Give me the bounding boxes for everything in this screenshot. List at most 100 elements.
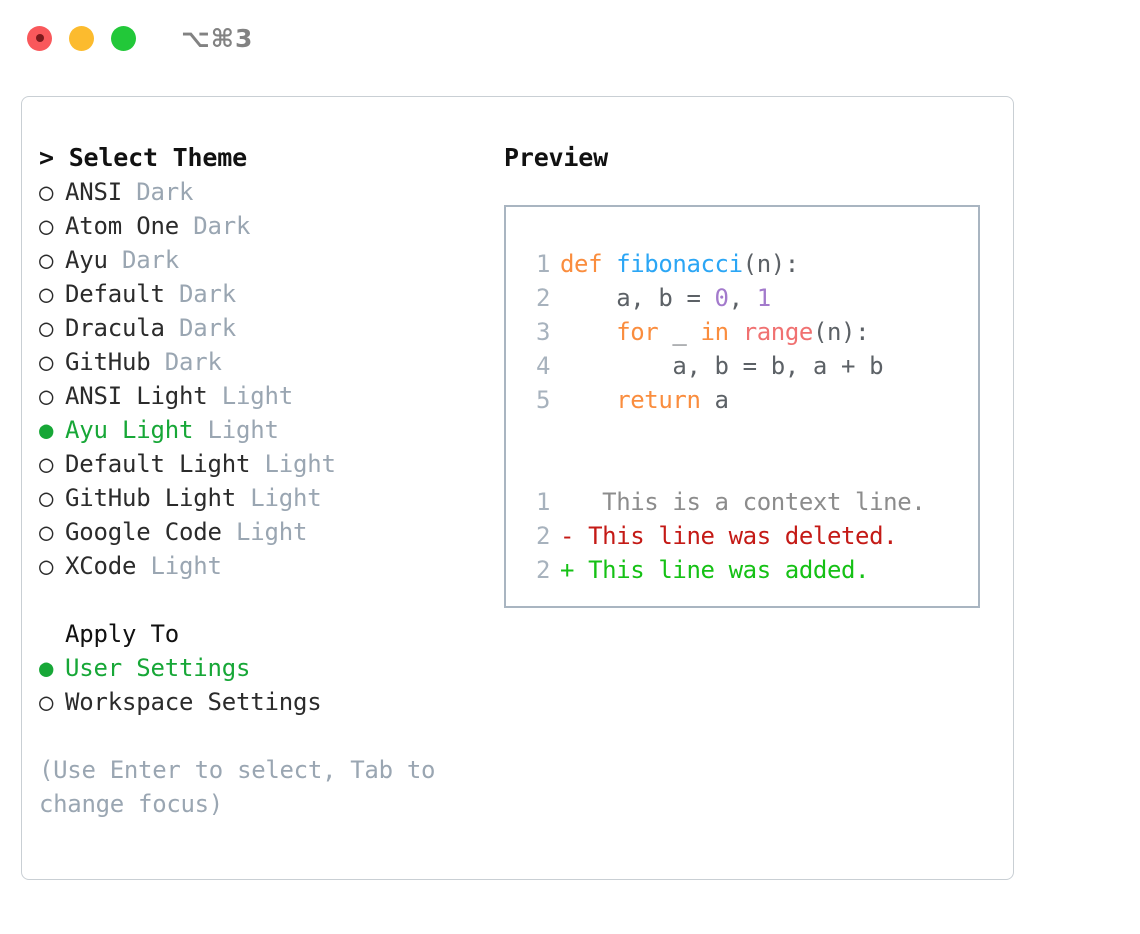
apply-to-option-workspace-settings[interactable]: ○ Workspace Settings: [39, 685, 482, 719]
diff-preview: 1 This is a context line.2- This line wa…: [522, 485, 978, 587]
code-token-kw: in: [700, 318, 730, 346]
theme-variant-label: Dark: [122, 178, 194, 206]
code-token-plain: [560, 318, 616, 346]
code-token-num: 1: [756, 284, 771, 312]
theme-option-atom-one[interactable]: ○ Atom One Dark: [39, 209, 482, 243]
theme-variant-label: Dark: [179, 212, 251, 240]
code-token-plain: (n):: [812, 318, 870, 346]
keyboard-shortcut-label: ⌥⌘3: [181, 23, 254, 53]
theme-option-label: Ayu Light: [65, 416, 194, 444]
line-number: 2: [535, 284, 550, 312]
theme-variant-label: Light: [236, 484, 322, 512]
diff-line-del: 2- This line was deleted.: [522, 519, 978, 553]
radio-unselected-icon: ○: [39, 518, 54, 546]
theme-option-ansi-light[interactable]: ○ ANSI Light Light: [39, 379, 482, 413]
select-theme-heading: > Select Theme: [39, 143, 247, 172]
line-number: 4: [535, 352, 550, 380]
radio-unselected-icon: ○: [39, 280, 54, 308]
radio-selected-icon: ●: [39, 416, 54, 444]
apply-to-option-user-settings[interactable]: ● User Settings: [39, 651, 482, 685]
line-number: 2: [535, 522, 550, 550]
theme-option-ayu-light[interactable]: ● Ayu Light Light: [39, 413, 482, 447]
diff-marker-ctx: [560, 488, 574, 516]
diff-text: This line was deleted.: [574, 522, 898, 550]
code-token-plain: a: [700, 386, 729, 414]
code-token-plain: (n):: [742, 250, 800, 278]
theme-option-label: XCode: [65, 552, 137, 580]
theme-option-default-light[interactable]: ○ Default Light Light: [39, 447, 482, 481]
theme-option-dracula[interactable]: ○Dracula Dark: [39, 311, 482, 345]
theme-list-column: > Select Theme ○ANSI Dark○Atom One Dark○…: [22, 141, 482, 821]
maximize-button[interactable]: [111, 25, 136, 51]
theme-option-default[interactable]: ○Default Dark: [39, 277, 482, 311]
code-token-plain: [729, 318, 743, 346]
theme-option-label: Dracula: [65, 314, 165, 342]
keyboard-hint-text: (Use Enter to select, Tab to change focu…: [39, 756, 436, 818]
theme-option-label: GitHub: [65, 348, 151, 376]
apply-to-options-list: ● User Settings ○ Workspace Settings: [39, 651, 482, 719]
code-token-plain: a, b =: [560, 284, 715, 312]
theme-variant-label: Light: [136, 552, 222, 580]
theme-option-label: Ayu: [65, 246, 108, 274]
theme-option-label: GitHub Light: [65, 484, 236, 512]
title-bar: ⌥⌘3: [0, 0, 1140, 76]
line-number: 2: [535, 556, 550, 584]
code-line: 5 return a: [522, 383, 978, 417]
diff-line-ctx: 1 This is a context line.: [522, 485, 978, 519]
diff-marker-add: +: [560, 556, 575, 584]
code-token-kw: def: [560, 250, 617, 278]
theme-variant-label: Dark: [150, 348, 222, 376]
radio-unselected-icon: ○: [39, 382, 54, 410]
theme-option-label: Default: [65, 280, 165, 308]
theme-option-github-light[interactable]: ○ GitHub Light Light: [39, 481, 482, 515]
theme-option-label: Default Light: [65, 450, 251, 478]
code-token-plain: _: [658, 318, 701, 346]
line-number: 1: [535, 488, 550, 516]
theme-option-github[interactable]: ○ GitHub Dark: [39, 345, 482, 379]
apply-to-option-label: User Settings: [65, 654, 251, 682]
radio-unselected-icon: ○: [39, 246, 54, 274]
close-button[interactable]: [27, 25, 52, 51]
code-token-kw: for: [616, 318, 659, 346]
radio-unselected-icon: ○: [39, 212, 54, 240]
theme-option-label: ANSI: [65, 178, 122, 206]
radio-unselected-icon: ○: [39, 178, 54, 206]
preview-gap-2: [522, 451, 978, 485]
theme-options-list: ○ ANSI Dark ○ Atom One Dark ○ Ayu Dark ○ Defaul…: [39, 175, 482, 583]
section-spacer: [39, 583, 482, 617]
theme-variant-label: Light: [207, 382, 293, 410]
diff-marker-del: -: [560, 522, 575, 550]
radio-unselected-icon: ○: [39, 484, 54, 512]
minimize-button[interactable]: [69, 25, 94, 51]
theme-variant-label: Light: [193, 416, 279, 444]
apply-to-heading: Apply To: [65, 620, 179, 648]
radio-unselected-icon: ○: [39, 688, 54, 716]
line-number: 3: [535, 318, 550, 346]
code-token-plain: ,: [728, 284, 757, 312]
radio-unselected-icon: ○: [39, 552, 54, 580]
code-line: 2 a, b = 0, 1: [522, 281, 978, 315]
preview-heading: Preview: [504, 143, 608, 172]
theme-option-label: Atom One: [65, 212, 179, 240]
radio-unselected-icon: ○: [39, 348, 54, 376]
apply-to-option-label: Workspace Settings: [65, 688, 322, 716]
theme-variant-label: Light: [221, 518, 308, 546]
code-token-kw: return: [616, 386, 701, 414]
code-token-num: 0: [714, 284, 729, 312]
theme-option-xcode[interactable]: ○ XCode Light: [39, 549, 482, 583]
radio-selected-icon: ●: [39, 654, 54, 682]
theme-variant-label: Dark: [107, 246, 179, 274]
theme-option-ayu[interactable]: ○ Ayu Dark: [39, 243, 482, 277]
theme-option-google-code[interactable]: ○Google Code Light: [39, 515, 482, 549]
line-number: 1: [535, 250, 550, 278]
preview-gap: [522, 417, 978, 451]
theme-variant-label: Light: [250, 450, 336, 478]
theme-option-label: ANSI Light: [65, 382, 208, 410]
radio-unselected-icon: ○: [39, 450, 54, 478]
theme-variant-label: Dark: [164, 314, 236, 342]
theme-option-ansi[interactable]: ○ ANSI Dark: [39, 175, 482, 209]
